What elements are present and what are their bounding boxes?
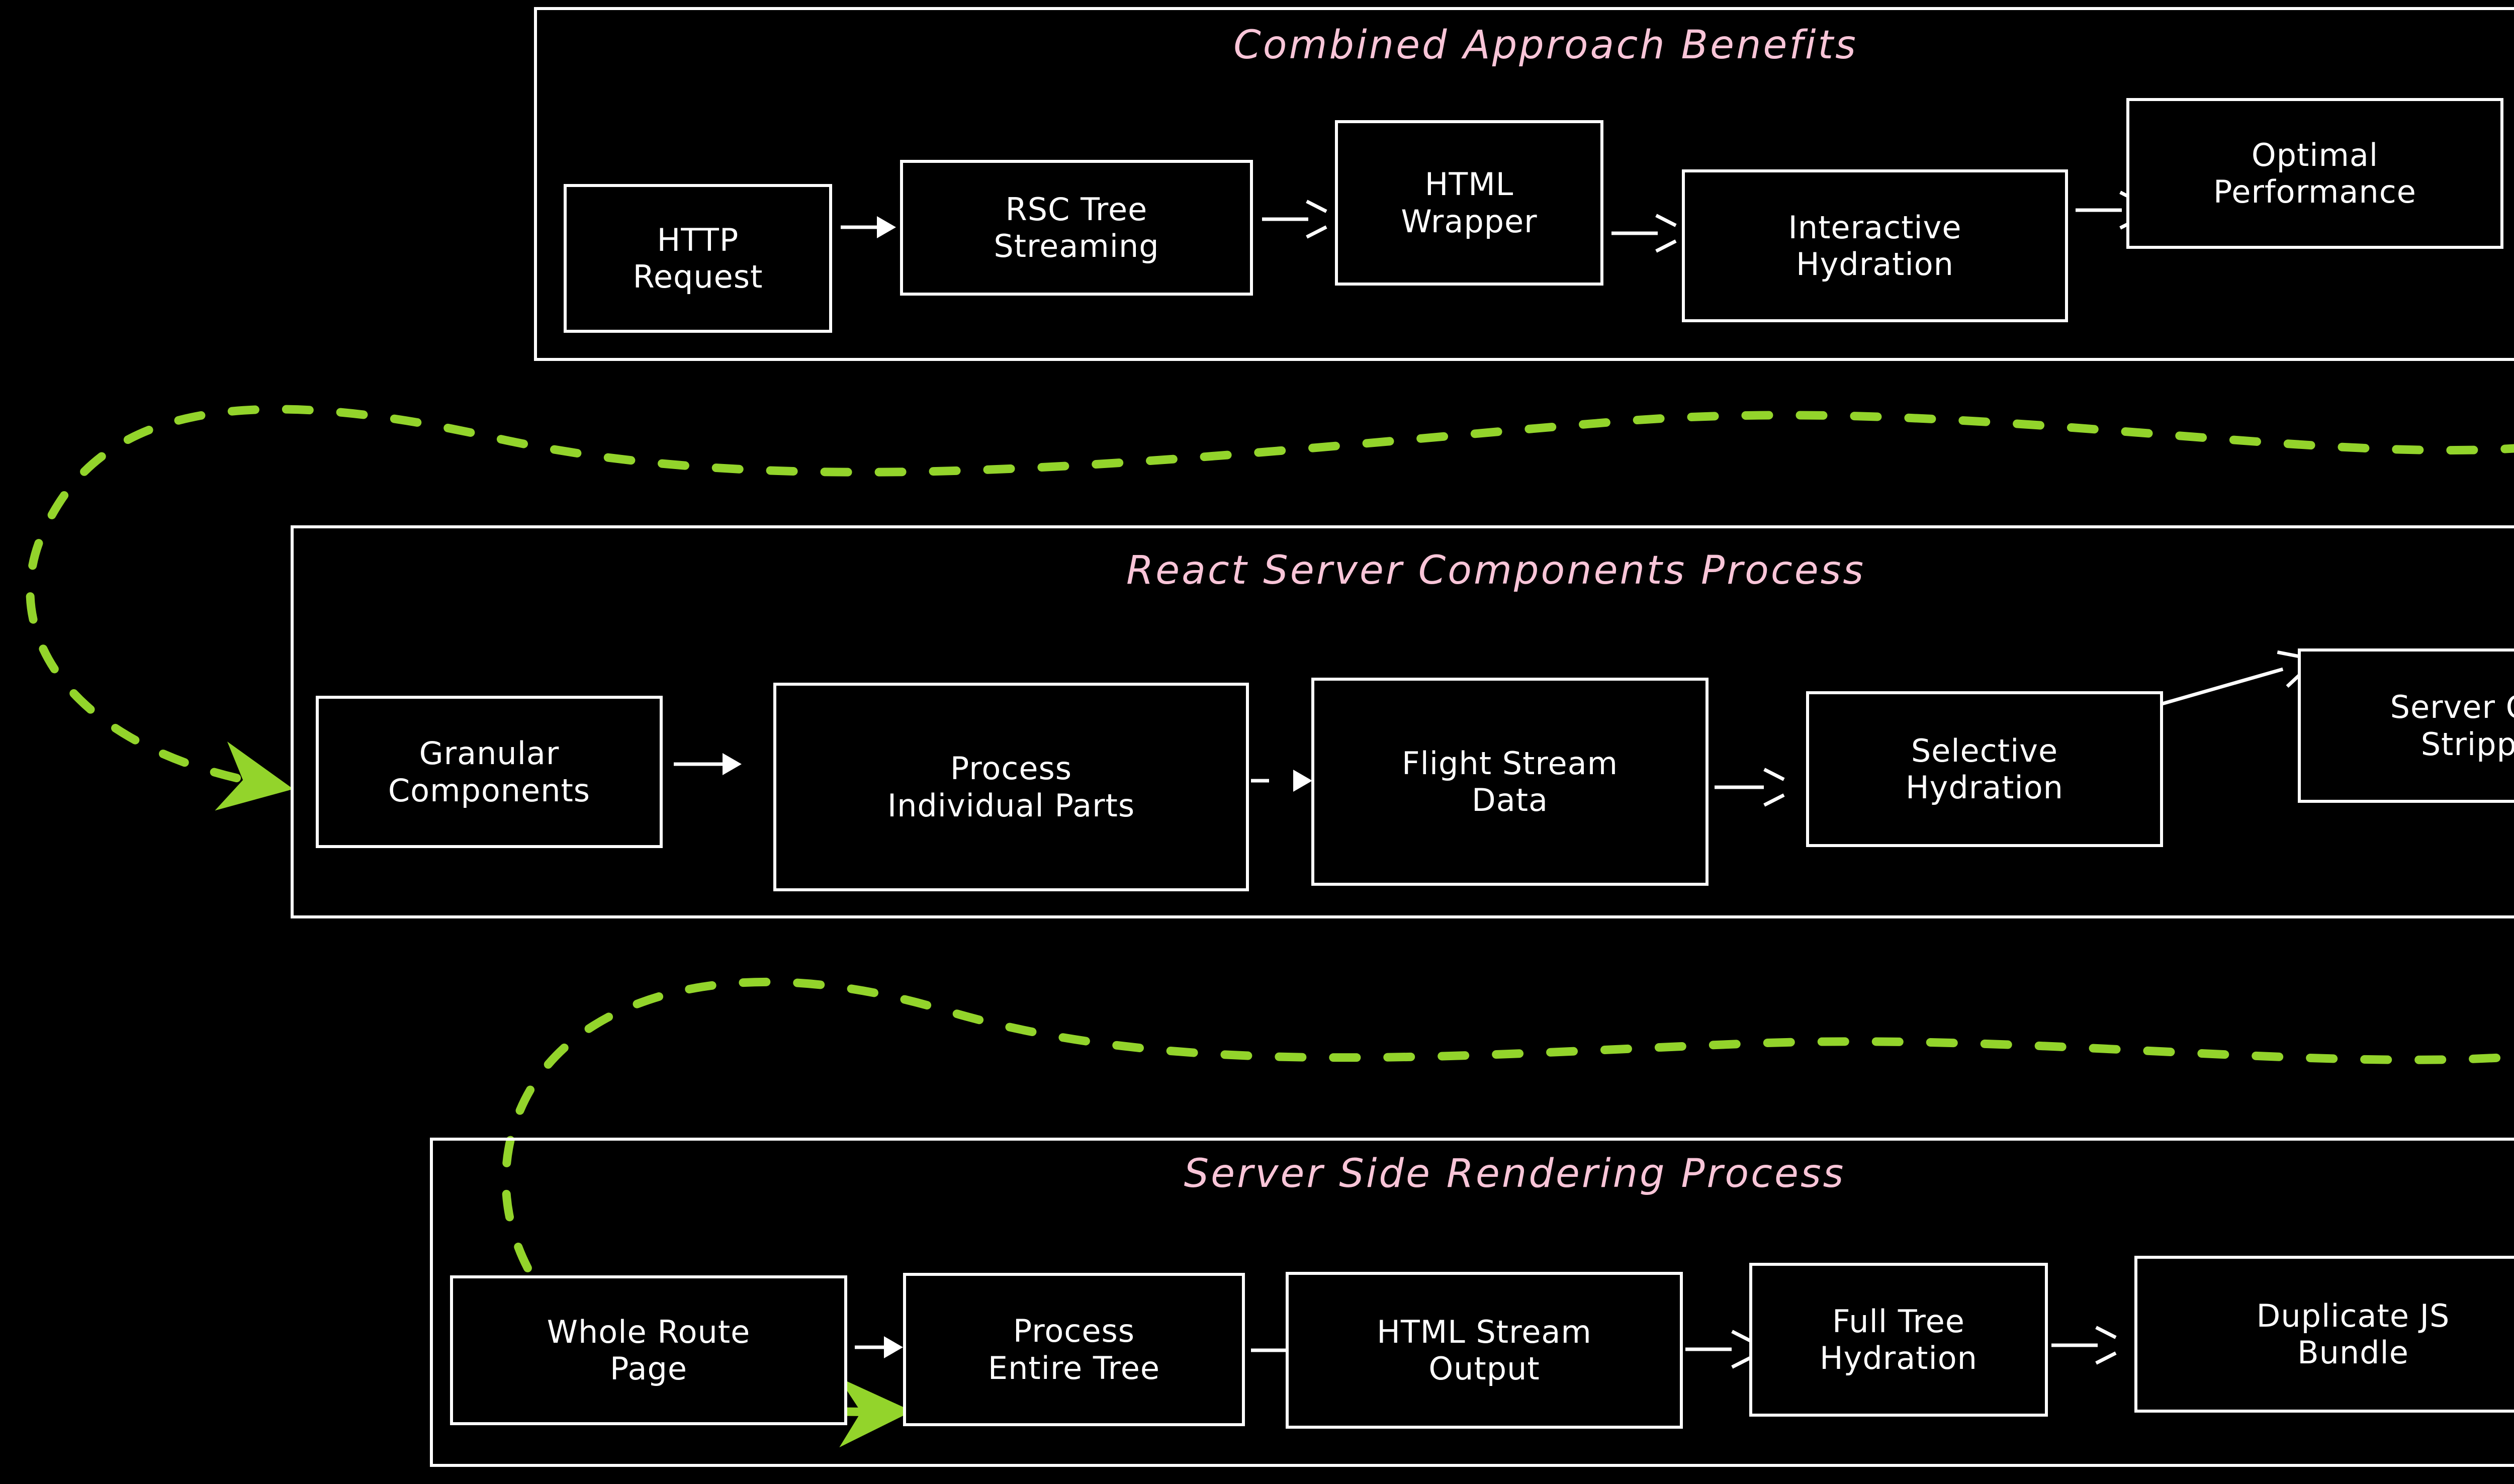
arrow-shaft [1685, 1347, 1732, 1351]
arrow-head [1304, 208, 1324, 231]
node-html-stream-output[interactable]: HTML Stream Output [1286, 1272, 1683, 1429]
arrow-head [884, 1336, 903, 1358]
arrow-shaft [855, 1345, 886, 1349]
panel-server-side-rendering-process [430, 1138, 2514, 1467]
arrow-head [723, 753, 742, 775]
arrow-shaft [1262, 217, 1308, 221]
arrow-shaft [2076, 208, 2122, 212]
panel-title-combined-approach-benefits: Combined Approach Benefits [1233, 23, 1858, 68]
node-duplicate-js-bundle[interactable]: Duplicate JS Bundle [2134, 1256, 2514, 1413]
node-selective-hydration[interactable]: Selective Hydration [1806, 691, 2163, 847]
panel-title-react-server-components-process: React Server Components Process [1126, 548, 1866, 593]
arrow-shaft [1251, 1348, 1296, 1352]
panel-react-server-components-process [291, 525, 2514, 918]
arrow-shaft [2051, 1343, 2098, 1347]
arrow-head [1654, 222, 1674, 245]
arrow-head [1293, 770, 1312, 792]
arrow-shaft [841, 225, 880, 229]
node-full-tree-hydration[interactable]: Full Tree Hydration [1749, 1263, 2048, 1417]
node-process-entire-tree[interactable]: Process Entire Tree [903, 1273, 1245, 1426]
panel-combined-approach-benefits [534, 7, 2514, 361]
node-interactive-hydration[interactable]: Interactive Hydration [1682, 169, 2068, 322]
arrow-head [2094, 1334, 2114, 1357]
arrow-shaft [1715, 785, 1764, 789]
node-http-request[interactable]: HTTP Request [564, 184, 832, 333]
node-rsc-tree-streaming[interactable]: RSC Tree Streaming [900, 160, 1253, 296]
arrow-head [1762, 776, 1782, 799]
node-granular-components[interactable]: Granular Components [316, 696, 663, 848]
node-optimal-performance[interactable]: Optimal Performance [2126, 98, 2503, 249]
node-html-wrapper[interactable]: HTML Wrapper [1335, 120, 1603, 286]
node-whole-route-page[interactable]: Whole Route Page [450, 1275, 847, 1425]
arrow-shaft [1251, 779, 1294, 783]
arrow-shaft [1611, 231, 1658, 235]
arrow-head [1730, 1338, 1750, 1361]
node-server-code-stripped[interactable]: Server Code Stripped [2298, 648, 2514, 803]
panel-title-server-side-rendering-process: Server Side Rendering Process [1184, 1151, 1846, 1196]
arrow-shaft [674, 762, 724, 766]
node-process-individual-parts[interactable]: Process Individual Parts [773, 683, 1249, 891]
arrow-head [877, 216, 896, 238]
node-flight-stream-data[interactable]: Flight Stream Data [1311, 678, 1709, 886]
